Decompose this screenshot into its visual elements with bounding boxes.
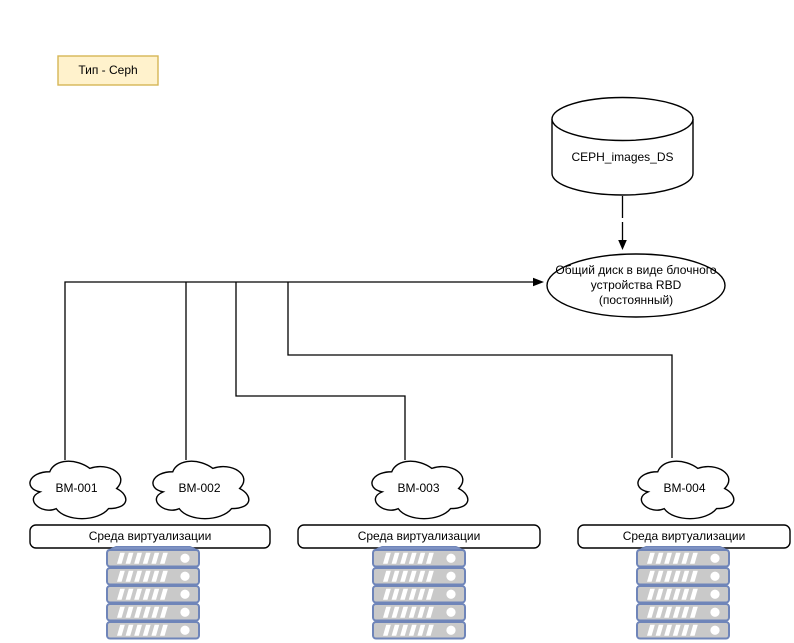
server-stack-1 (107, 547, 199, 639)
cylinder-top (551, 96, 694, 142)
server-stack-3 (637, 547, 729, 639)
datastore-cylinder (551, 96, 694, 196)
vm-cloud-3 (371, 460, 469, 520)
vm-cloud-2 (152, 460, 250, 520)
vm-cloud-4 (637, 460, 735, 520)
env-box-3 (577, 524, 791, 549)
arrowhead-right-icon (533, 277, 544, 287)
connector-vm3 (235, 282, 406, 460)
arrowhead-down-icon (618, 240, 627, 250)
env-box-2 (297, 524, 541, 549)
connector-vm4 (287, 282, 673, 458)
env-box-1 (29, 524, 271, 549)
type-note-box (57, 55, 159, 86)
connectors (64, 196, 673, 460)
server-stack-2 (373, 547, 465, 639)
connector-main-to-rbd (64, 281, 533, 460)
rbd-ellipse (546, 253, 726, 318)
vm-cloud-1 (29, 460, 127, 520)
